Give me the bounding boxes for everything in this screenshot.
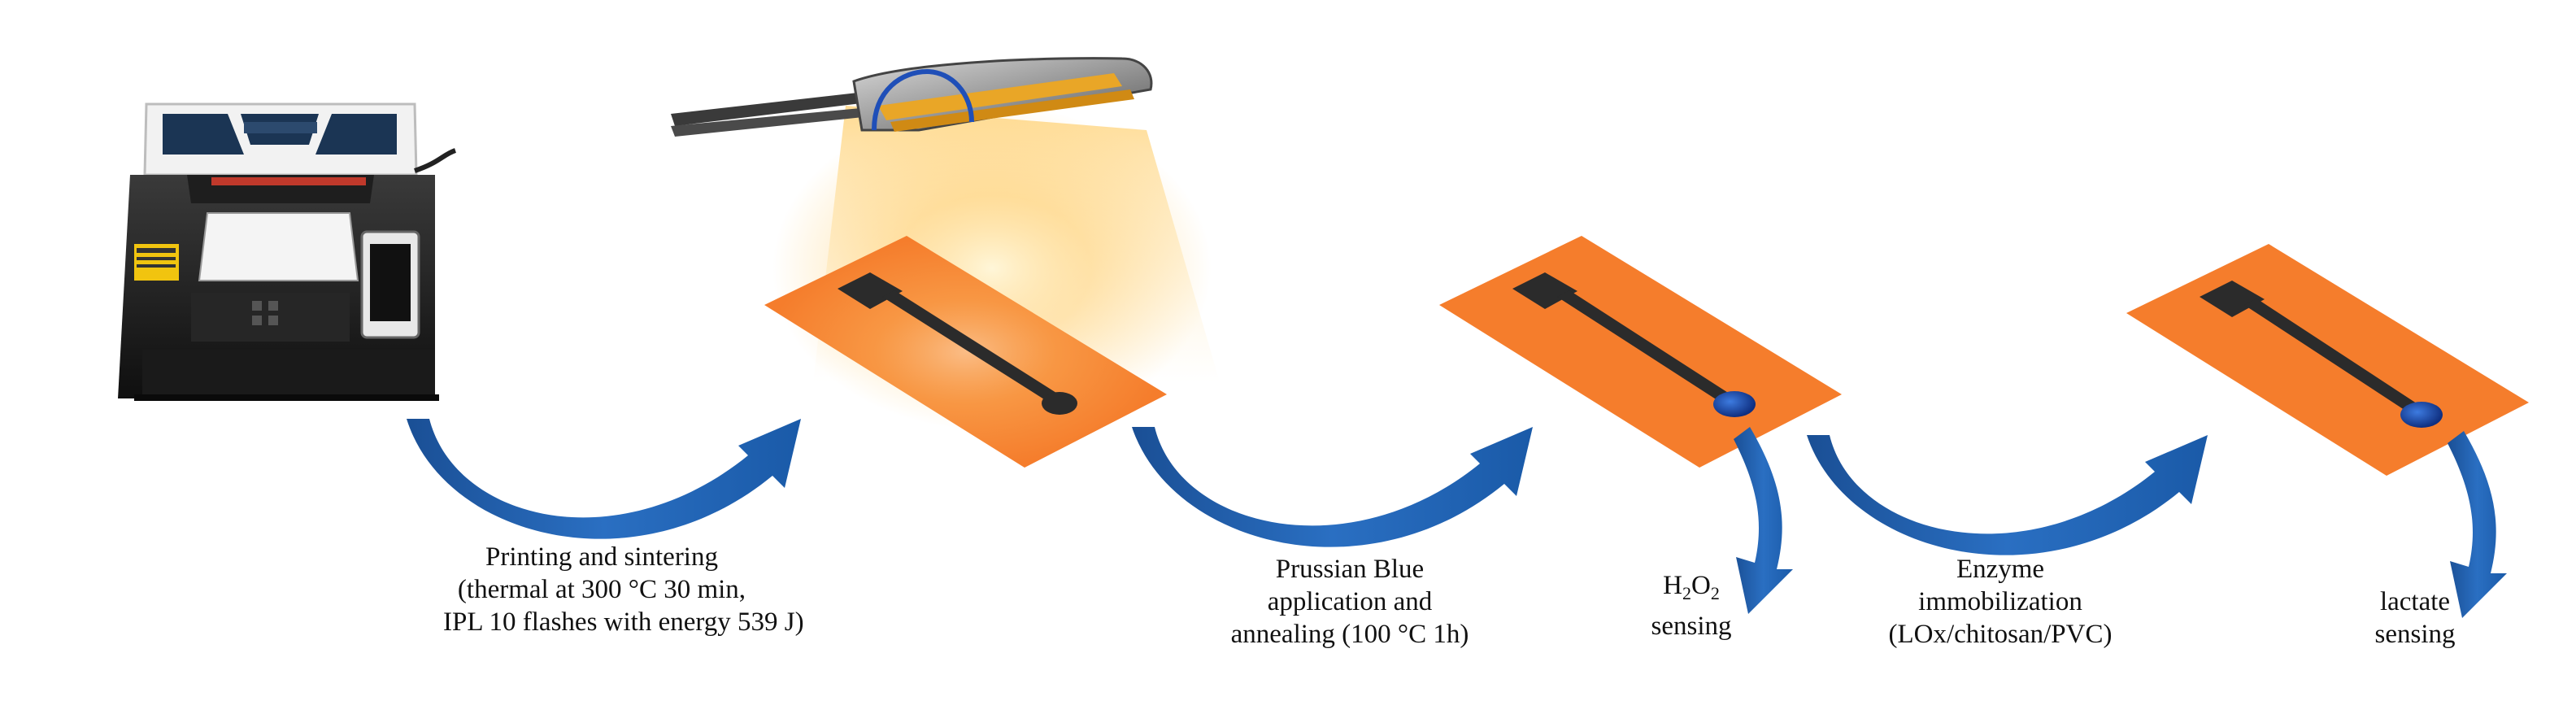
step-2-line-1: Prussian Blue	[1275, 555, 1425, 584]
h2o2-sensing-label: H2O2 sensing	[1626, 569, 1756, 642]
step-label-enzyme: Enzyme immobilization (LOx/chitosan/PVC)	[1870, 553, 2130, 651]
sensor-strip-printed	[764, 236, 1167, 468]
enzyme-dot	[2400, 402, 2443, 428]
step-3-line-1: Enzyme	[1956, 555, 2045, 584]
lactate-output-arrow	[2448, 431, 2507, 618]
lactate-sensing-text: sensing	[2374, 620, 2456, 649]
step-arrow-2	[1132, 427, 1533, 547]
output-arrows	[1734, 427, 2507, 618]
sensor-strip-prussian-blue	[1439, 236, 1842, 468]
step-2-line-3: annealing (100 °C 1h)	[1230, 620, 1469, 649]
printer-icon	[118, 102, 457, 401]
electrode-pad	[838, 272, 903, 309]
h2o2-formula: H2O2	[1663, 571, 1720, 603]
step-3-line-3: (LOx/chitosan/PVC)	[1888, 620, 2113, 649]
step-arrow-3	[1807, 435, 2208, 555]
electrode-tip	[1042, 392, 1077, 415]
step-1-line-2: (thermal at 300 °C 30 min,	[457, 575, 746, 604]
step-3-line-2: immobilization	[1918, 587, 2082, 616]
step-1-line-3: IPL 10 flashes with energy 539 J)	[443, 607, 804, 637]
step-label-prussian-blue: Prussian Blue application and annealing …	[1203, 553, 1496, 651]
prussian-blue-dot	[1713, 391, 1756, 417]
lactate-text: lactate	[2379, 587, 2451, 616]
step-2-line-2: application and	[1267, 587, 1433, 616]
electrode-track	[882, 290, 1065, 405]
curved-arrow-icon	[407, 419, 2208, 555]
h2o2-sensing-text: sensing	[1651, 612, 1732, 641]
step-1-line-1: Printing and sintering	[485, 542, 718, 572]
sensor-strip-enzyme	[2126, 244, 2529, 476]
step-label-printing: Printing and sintering (thermal at 300 °…	[443, 541, 804, 638]
step-arrow-1	[407, 419, 801, 539]
lactate-sensing-label: lactate sensing	[2342, 586, 2488, 651]
h2o2-output-arrow	[1734, 427, 1793, 614]
